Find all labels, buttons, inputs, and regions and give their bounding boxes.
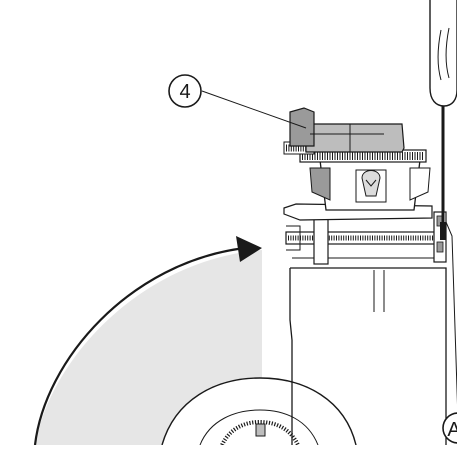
callout-a: A [442, 412, 457, 444]
rotation-arc [33, 246, 246, 446]
callout-4: 4 [168, 74, 202, 108]
rod-clamp-left [313, 213, 329, 265]
drive-module-body [305, 123, 405, 153]
rod-end-pin [286, 225, 301, 251]
callout-4-leader [201, 90, 307, 129]
holder-wing-right [409, 167, 431, 201]
lens-holder [309, 159, 431, 211]
holder-wing-left [309, 167, 331, 201]
screwdriver-handle [429, 0, 457, 107]
holder-clip [361, 170, 381, 197]
adjustment-knob [161, 377, 357, 446]
callout-a-label: A [447, 419, 457, 441]
callout-a-leader [445, 221, 457, 405]
callout-4-label: 4 [179, 81, 190, 103]
lower-housing [289, 257, 447, 445]
drive-module [289, 107, 405, 153]
knob-center-mark [255, 423, 266, 437]
screwdriver [429, 0, 457, 240]
knob-knurl [220, 419, 300, 446]
rotation-arrow-head [236, 236, 262, 262]
